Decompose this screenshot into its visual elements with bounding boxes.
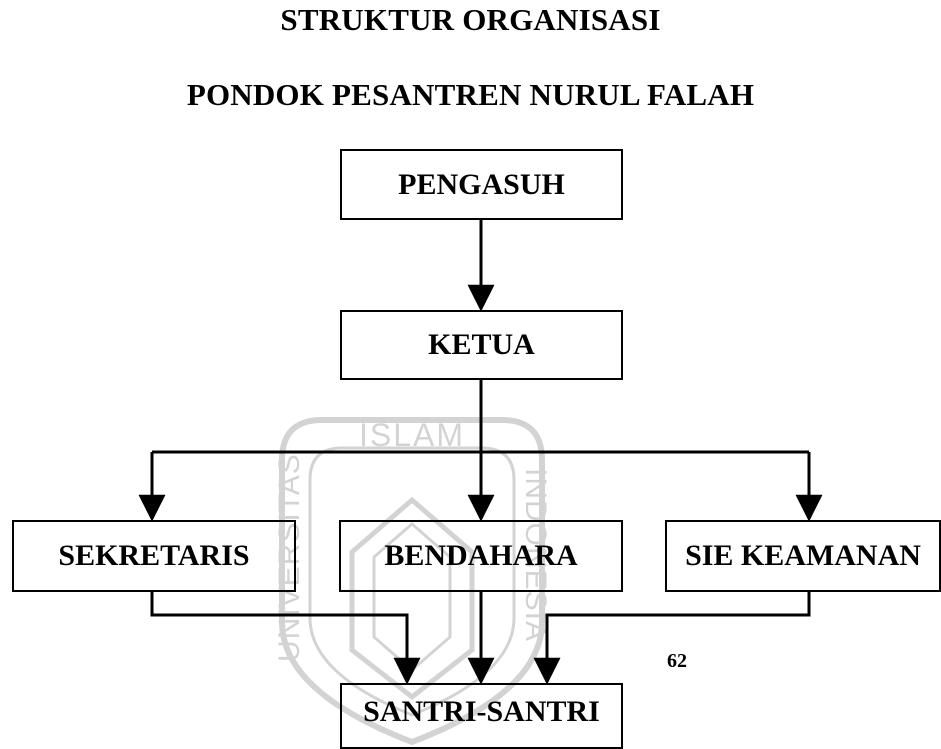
node-sie-keamanan: SIE KEAMANAN	[665, 520, 941, 592]
node-bendahara-label: BENDAHARA	[384, 539, 578, 572]
node-santri-santri: SANTRI-SANTRI	[340, 683, 623, 749]
page-number: 62	[667, 650, 687, 672]
svg-text:INDONESIA: INDONESIA	[519, 468, 552, 642]
svg-text:ISLAM: ISLAM	[359, 417, 465, 453]
node-pengasuh: PENGASUH	[340, 149, 623, 220]
arrow-keamanan-to-santri	[533, 592, 811, 685]
university-seal-watermark: ISLAM UNIVERSITAS INDONESIA	[273, 417, 552, 746]
node-sie-keamanan-label: SIE KEAMANAN	[685, 539, 921, 572]
arrow-sekretaris-to-santri	[150, 592, 421, 685]
node-sekretaris: SEKRETARIS	[12, 520, 296, 592]
node-ketua-label: KETUA	[428, 328, 535, 361]
node-pengasuh-label: PENGASUH	[398, 167, 565, 201]
svg-text:UNIVERSITAS: UNIVERSITAS	[273, 453, 306, 662]
chart-title: STRUKTUR ORGANISASI	[280, 2, 661, 37]
node-bendahara: BENDAHARA	[339, 520, 623, 592]
chart-subtitle: PONDOK PESANTREN NURUL FALAH	[186, 77, 755, 112]
node-sekretaris-label: SEKRETARIS	[58, 539, 250, 572]
node-ketua: KETUA	[340, 310, 623, 380]
node-santri-santri-label: SANTRI-SANTRI	[363, 695, 600, 728]
